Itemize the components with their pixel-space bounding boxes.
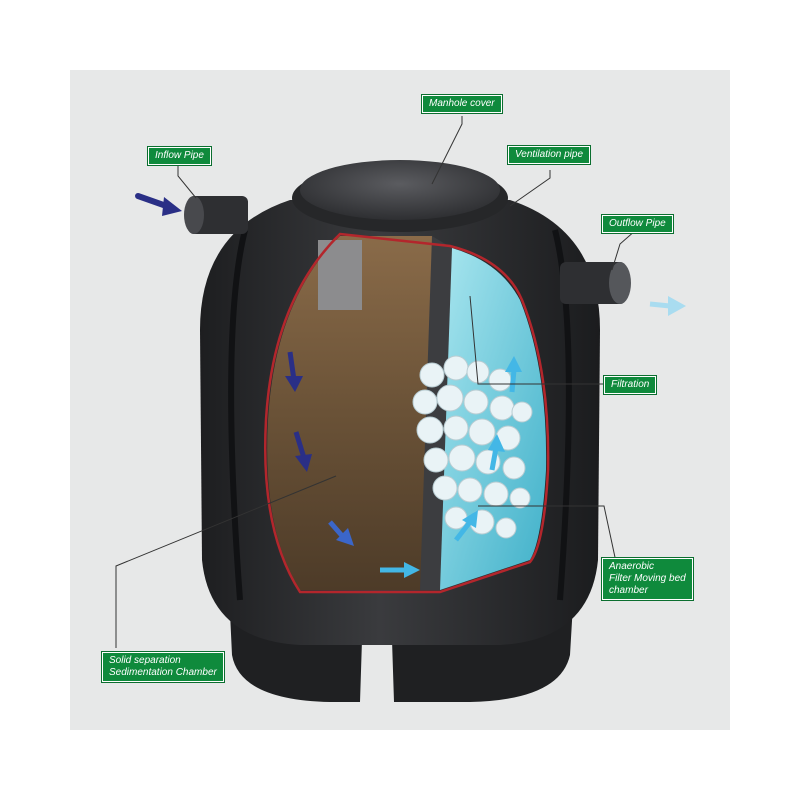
label-filtration: Filtration [604,376,656,394]
inflow-arrow-head [162,197,182,216]
label-text: Ventilation pipe [515,149,583,161]
label-manhole-cover: Manhole cover [422,95,502,113]
label-text: Filter Moving bed [609,573,686,585]
label-text: Anaerobic [609,561,686,573]
label-text: Inflow Pipe [155,150,204,162]
label-text: Sedimentation Chamber [109,667,217,679]
flow-arrow [512,370,514,392]
label-text: chamber [609,585,686,597]
leader-inflow-pipe [178,164,196,198]
label-text: Filtration [611,379,649,391]
label-text: Solid separation [109,655,217,667]
label-outflow-pipe: Outflow Pipe [602,215,673,233]
manhole-cover-shape [300,160,500,220]
inflow-pipe-opening [184,196,204,234]
label-anaerobic-filter-chamber: Anaerobic Filter Moving bed chamber [602,558,693,600]
outflow-arrow-head [668,296,686,316]
label-ventilation-pipe: Ventilation pipe [508,146,590,164]
label-text: Outflow Pipe [609,218,666,230]
outflow-arrow [650,304,670,306]
label-inflow-pipe: Inflow Pipe [148,147,211,165]
label-solid-separation-chamber: Solid separation Sedimentation Chamber [102,652,224,682]
leader-ventilation-pipe [510,170,550,206]
label-text: Manhole cover [429,98,495,110]
